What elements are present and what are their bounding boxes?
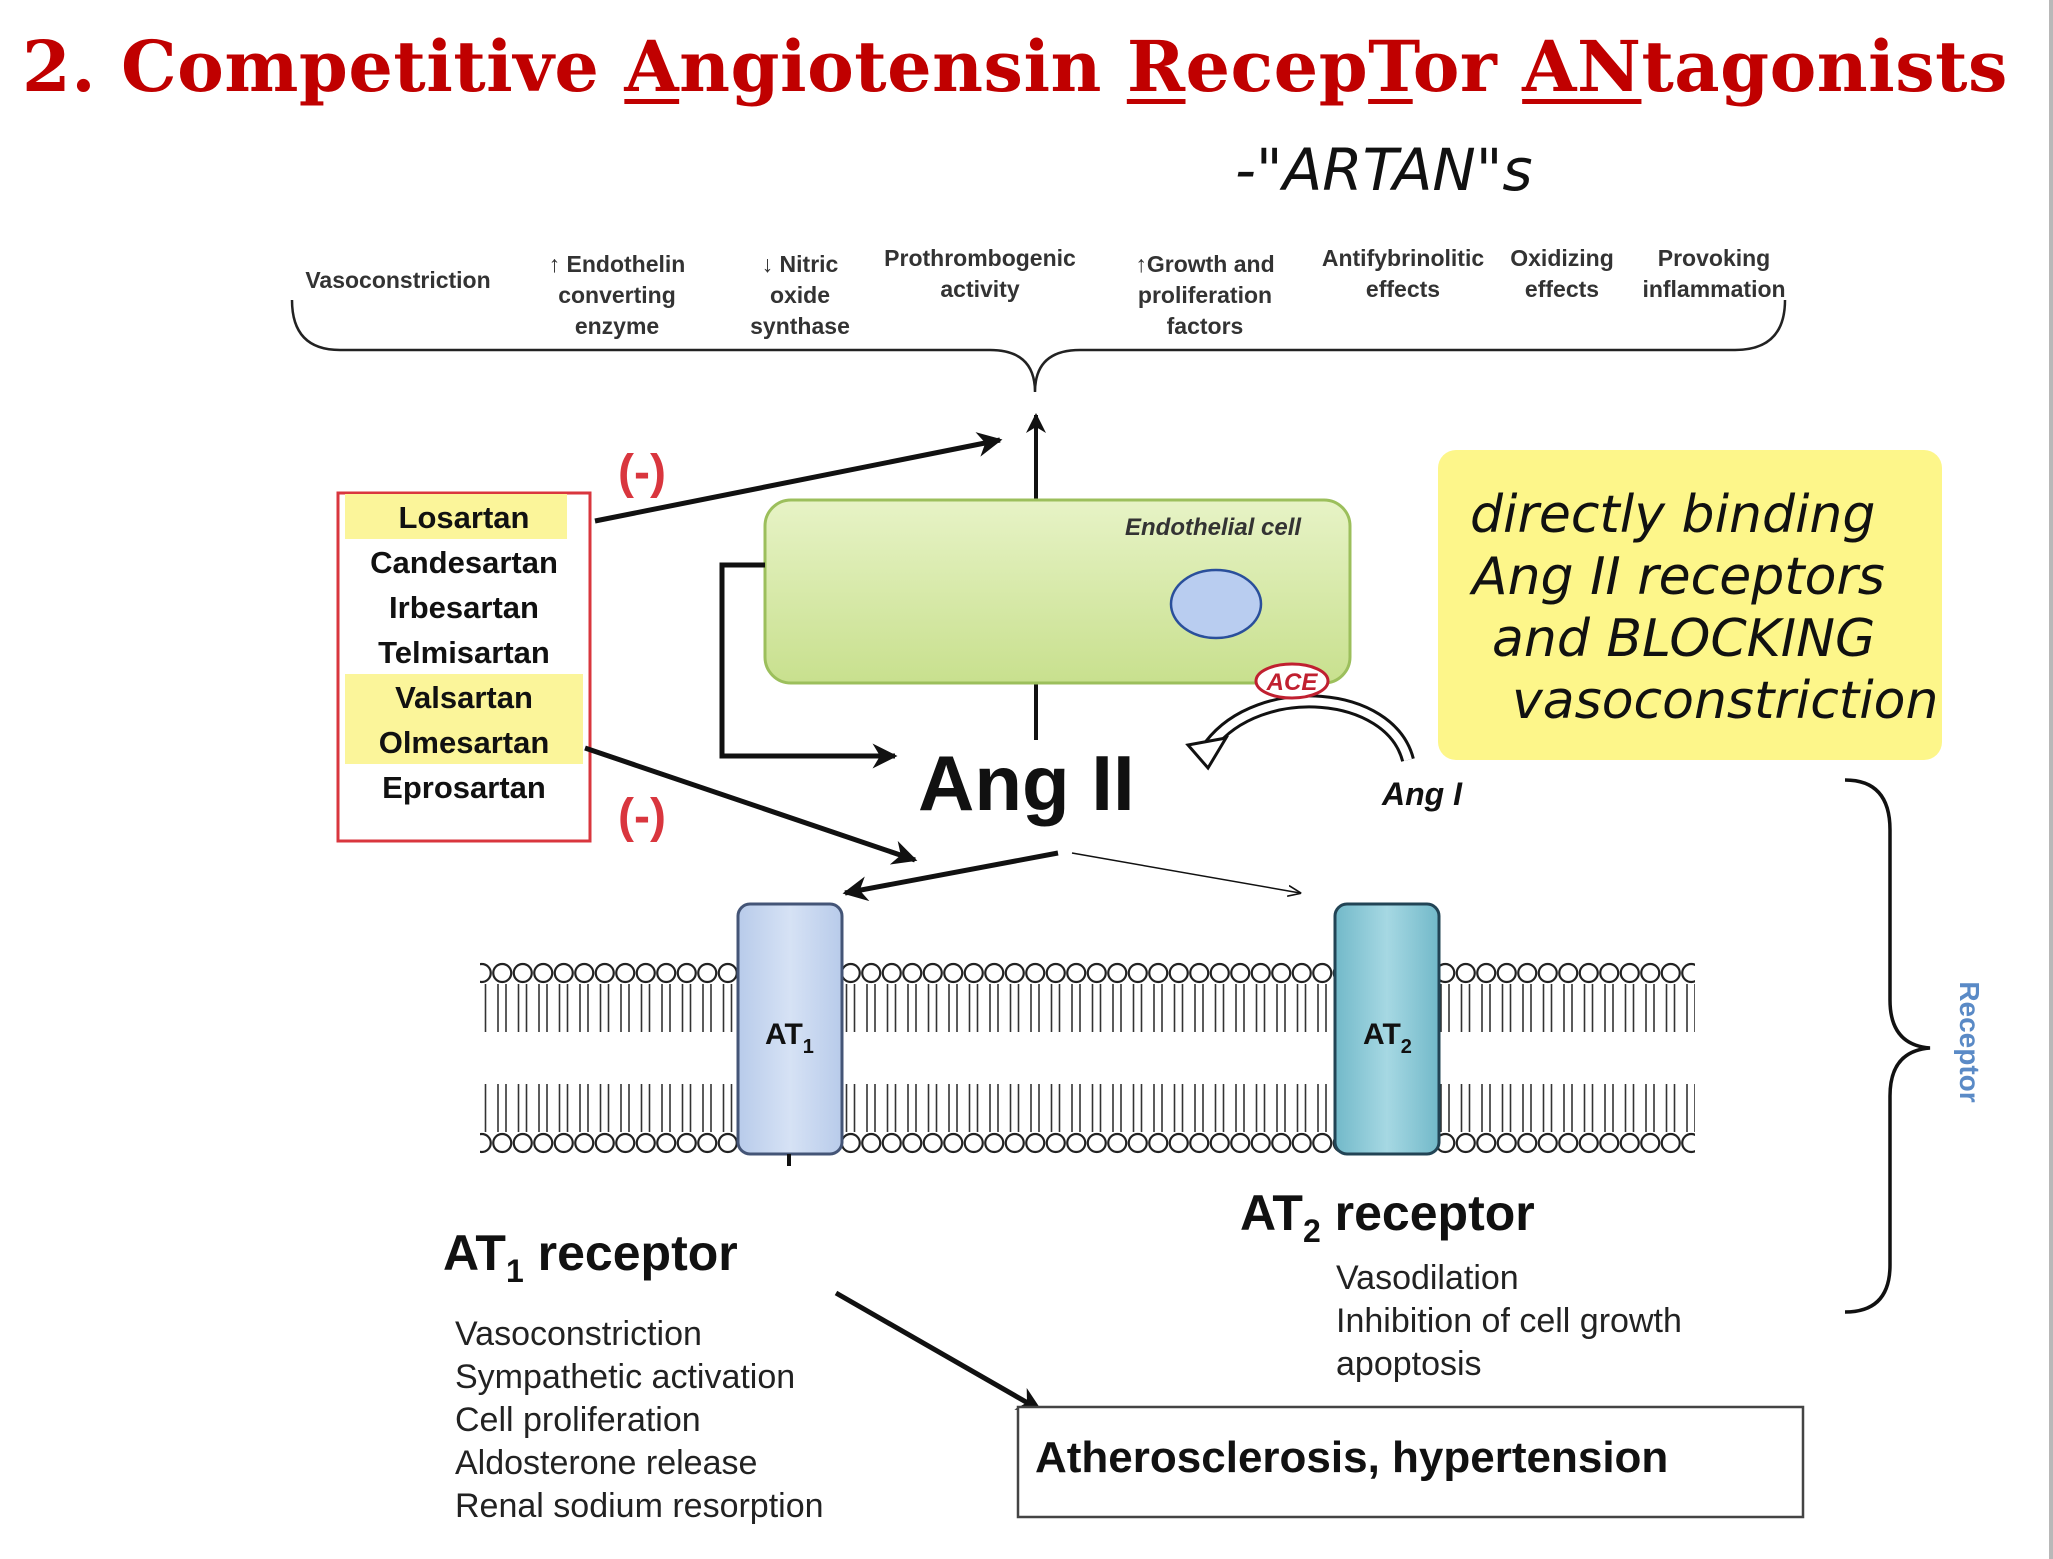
slide-title: 2. Competitive Angiotensin RecepTor ANta… (22, 22, 2053, 112)
title-part: T (1368, 25, 1413, 108)
ang2-label: Ang II (918, 739, 1135, 827)
drug-name: Eprosartan (382, 770, 546, 805)
cell-to-ang2-arrow (719, 562, 898, 769)
title-part: tagonists (1641, 25, 2008, 108)
at1-to-outcome-arrow (834, 1290, 1043, 1413)
endothelial-cell-label: Endothelial cell (1125, 514, 1302, 541)
at1-effect: Aldosterone release (455, 1444, 757, 1482)
drug-highlight (345, 719, 583, 764)
title-part: A (624, 25, 680, 108)
ang1-label: Ang I (1381, 776, 1463, 812)
at2-receptor-title: AT2 receptor (1240, 1185, 1535, 1249)
ang2-to-at1-arrow (842, 850, 1059, 902)
title-part: R (1126, 25, 1186, 108)
title-part: or (1412, 25, 1523, 108)
inhibit-symbol-top: (-) (618, 446, 666, 499)
outcome-box (1016, 1405, 1805, 1519)
ace-label: ACE (1266, 669, 1319, 696)
at2-effect: Inhibition of cell growth (1336, 1302, 1682, 1340)
title-part: ngiotensin (679, 25, 1127, 108)
inhibit-symbol-bottom: (-) (618, 790, 666, 843)
ace-arrowhead-icon (1185, 735, 1229, 771)
at2-channel (1333, 902, 1441, 1156)
inhibit-arrow-top (594, 432, 1003, 524)
at1-effect: Renal sodium resorption (455, 1487, 824, 1525)
outcome-label: Atherosclerosis, hypertension (1035, 1433, 1668, 1482)
drug-box (336, 491, 592, 843)
note-line: directly binding (1470, 485, 1875, 545)
effects-brace (290, 299, 1787, 393)
effect-item: Vasoconstriction (305, 267, 490, 293)
at2-effect: apoptosis (1336, 1345, 1482, 1383)
drug-highlight (345, 494, 567, 539)
sticky-note (1438, 450, 1942, 760)
drug-name: Olmesartan (379, 725, 550, 760)
receptor-brace (1844, 778, 1931, 1314)
at1-receptor-title: AT1 receptor (443, 1225, 738, 1289)
ace-badge (1254, 662, 1330, 700)
note-line: Ang II receptors (1469, 547, 1885, 607)
title-part: ecep (1185, 25, 1369, 108)
cell-membrane (480, 925, 1695, 1165)
drug-name: Irbesartan (389, 590, 539, 625)
note-line: vasoconstriction (1512, 671, 1938, 731)
arb-drug-list: LosartanCandesartanIrbesartanTelmisartan… (345, 494, 583, 805)
right-scrollbar[interactable] (2049, 0, 2053, 1559)
at2-channel-label: AT2 (1363, 1018, 1412, 1058)
artans-handwritten: -"ARTAN"s (1235, 136, 1533, 204)
drug-name: Valsartan (395, 680, 533, 715)
cell-nucleus (1169, 568, 1263, 640)
title-part: 2. Competitive (22, 25, 625, 108)
ang2-to-at2-arrow (1071, 852, 1300, 893)
at1-effect: Sympathetic activation (455, 1358, 795, 1396)
note-line: and BLOCKING (1492, 609, 1875, 669)
at1-effect: Cell proliferation (455, 1401, 701, 1439)
at1-effect: Vasoconstriction (455, 1315, 702, 1353)
title-part: AN (1522, 25, 1642, 108)
at1-channel-label: AT1 (765, 1018, 814, 1058)
drug-name: Candesartan (370, 545, 558, 580)
inhibit-arrow-bottom (584, 745, 918, 865)
receptor-brace-label: Receptor (1954, 981, 1985, 1102)
ace-conversion-arc (1204, 694, 1415, 763)
drug-name: Losartan (399, 500, 530, 535)
drug-name: Telmisartan (378, 635, 550, 670)
drug-highlight (345, 674, 583, 719)
at2-effect: Vasodilation (1336, 1259, 1519, 1297)
